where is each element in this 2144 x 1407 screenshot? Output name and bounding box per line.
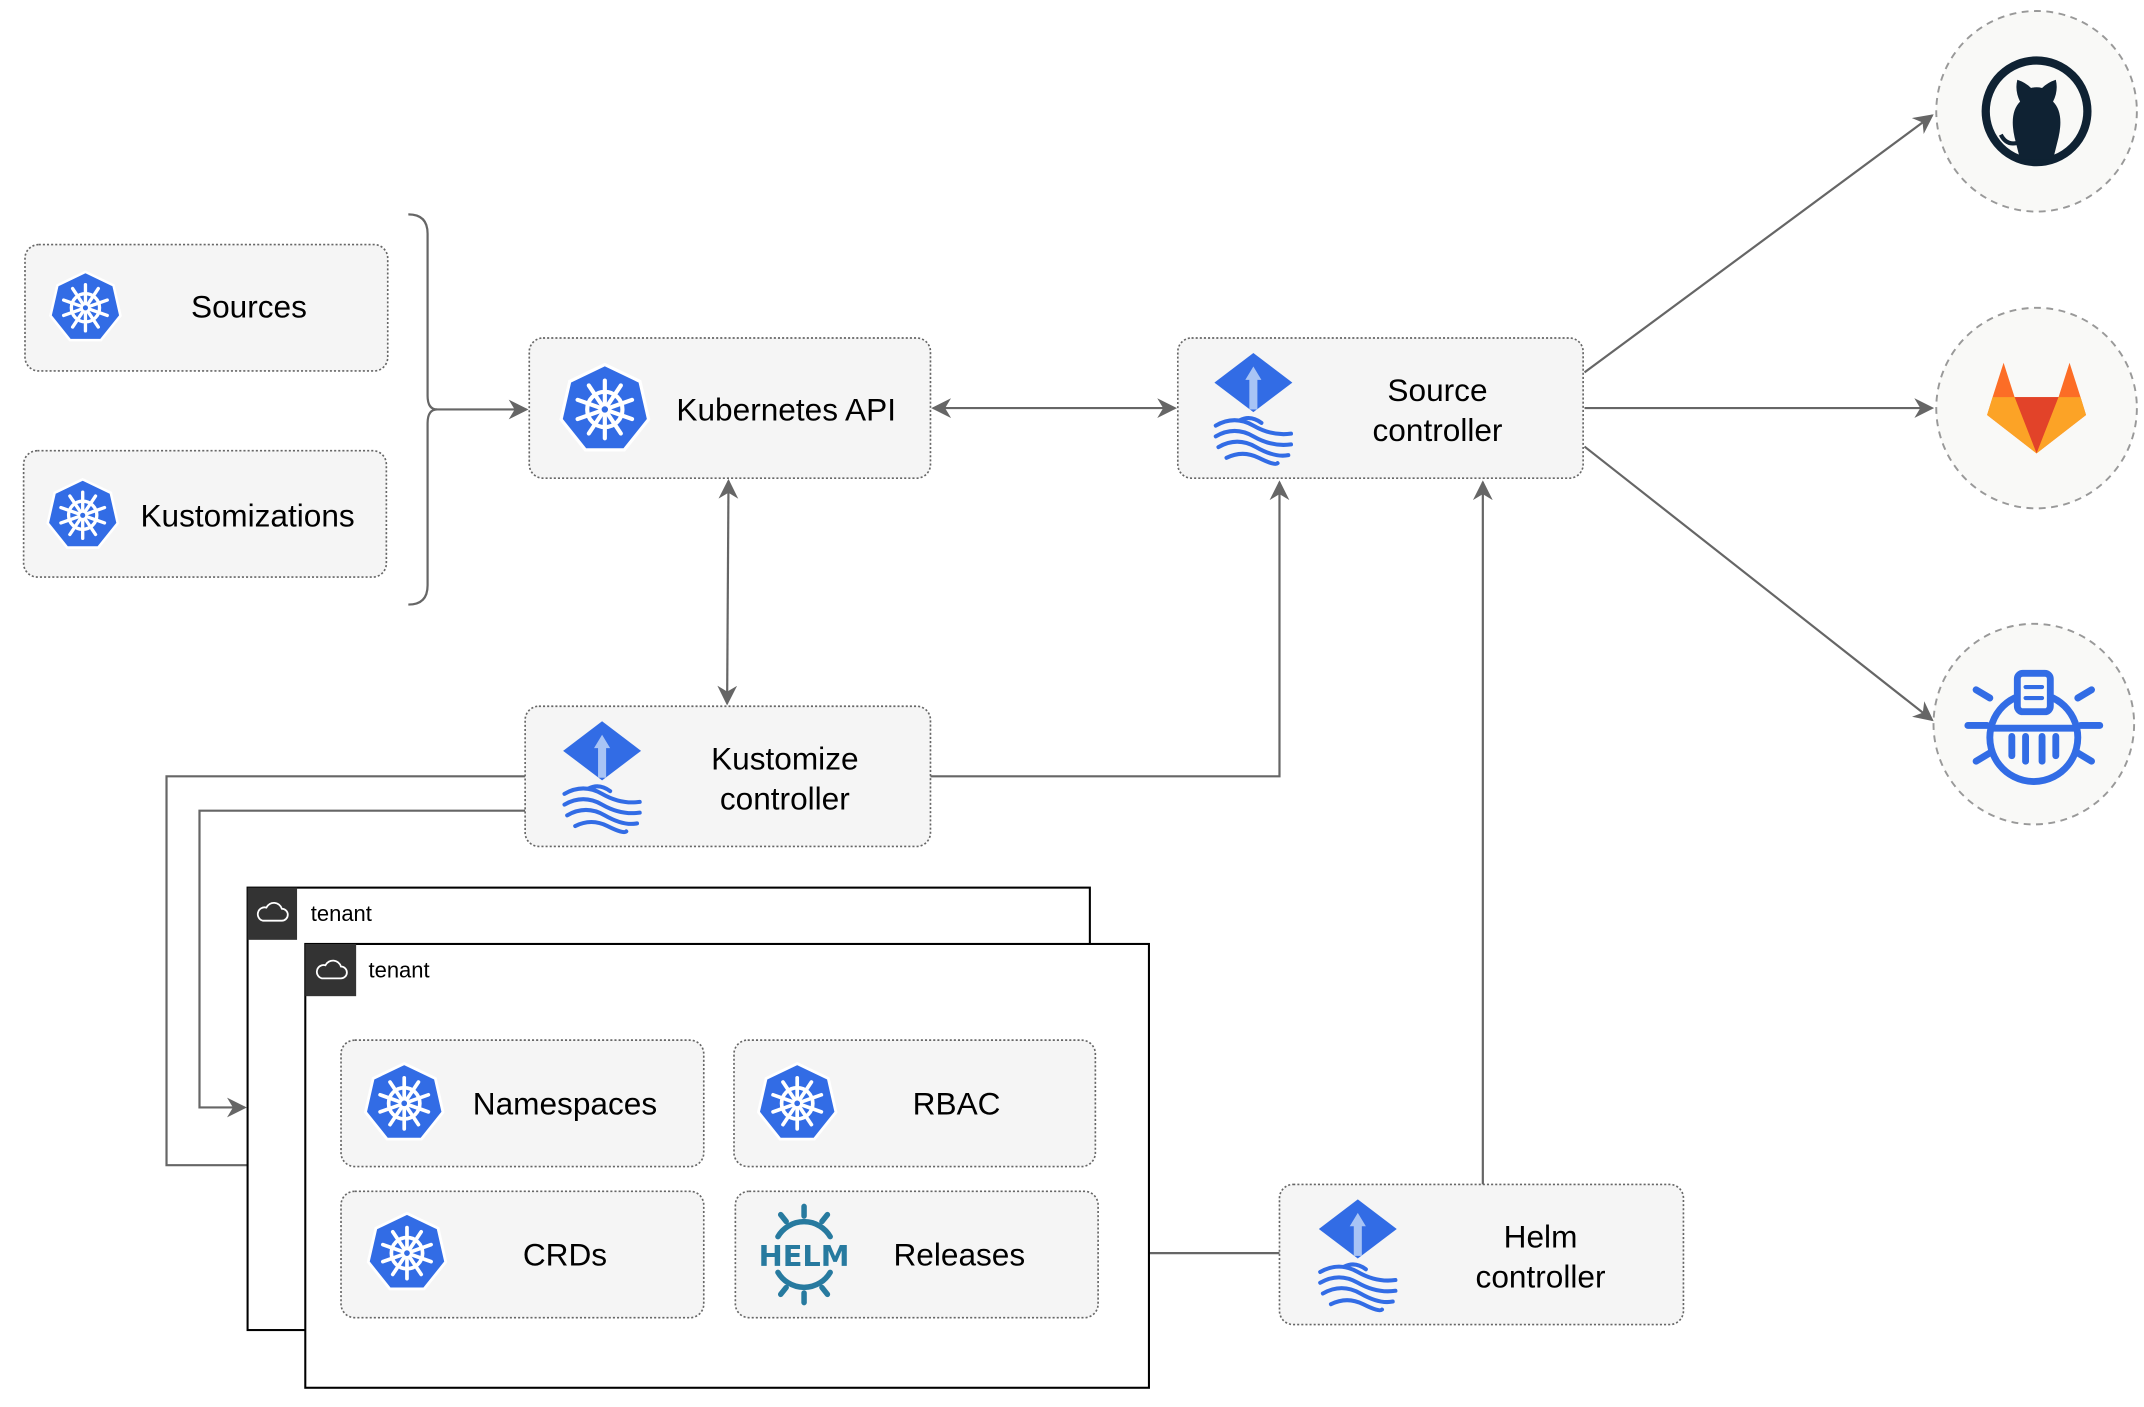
helm-controller-label-line1: Helm	[1504, 1219, 1578, 1255]
gitlab-icon	[1987, 362, 2087, 454]
helm-controller-node[interactable]: Helm controller	[1278, 1183, 1685, 1326]
source-controller-node[interactable]: Source controller	[1176, 337, 1584, 479]
helm-controller-label-line2: controller	[1476, 1258, 1606, 1294]
tenant-header-badge	[247, 887, 298, 940]
github-node[interactable]	[1935, 10, 2138, 213]
kubernetes-api-label: Kubernetes API	[676, 391, 896, 427]
edge-kustomize-to-tenant-front	[165, 775, 526, 1176]
gitlab-node[interactable]	[1935, 306, 2138, 510]
kubernetes-api-node[interactable]: Kubernetes API	[528, 337, 932, 479]
releases-node[interactable]: HELM Releases	[734, 1190, 1099, 1319]
bracket	[408, 213, 438, 606]
edge-source-to-github	[1583, 114, 1934, 374]
rbac-node[interactable]: RBAC	[733, 1039, 1097, 1168]
helm-icon: HELM	[759, 1203, 850, 1306]
sources-label: Sources	[191, 288, 307, 324]
kustomize-controller-label-line2: controller	[720, 780, 850, 816]
crds-node[interactable]: CRDs	[340, 1190, 705, 1319]
helm-repository-icon	[1964, 669, 2104, 785]
svg-text:HELM: HELM	[759, 1239, 850, 1273]
tenant-label: tenant	[311, 901, 372, 926]
namespaces-node[interactable]: Namespaces	[340, 1039, 705, 1168]
edge-source-to-helm-repository	[1583, 445, 1934, 722]
source-controller-label-line2: controller	[1373, 412, 1503, 448]
kustomize-controller-node[interactable]: Kustomize controller	[524, 705, 932, 848]
github-icon	[1981, 56, 2092, 167]
edge-kubernetes-api-kustomize-controller	[717, 478, 739, 706]
kustomize-controller-label-line1: Kustomize	[711, 740, 858, 776]
edge-kustomize-to-tenant-back	[198, 809, 526, 1118]
kustomizations-node[interactable]: Kustomizations	[22, 449, 388, 578]
source-controller-label-line1: Source	[1387, 372, 1487, 408]
tenant-label: tenant	[369, 958, 430, 983]
kustomizations-label: Kustomizations	[140, 497, 354, 533]
edges	[165, 114, 1935, 1264]
namespaces-label: Namespaces	[473, 1085, 657, 1121]
releases-label: Releases	[893, 1236, 1025, 1272]
edge-kustomize-to-source-controller	[930, 480, 1290, 778]
sources-node[interactable]: Sources	[24, 243, 389, 372]
crds-label: CRDs	[523, 1236, 607, 1272]
tenant-header-badge	[305, 943, 357, 997]
helm-repository-node[interactable]	[1932, 622, 2136, 826]
rbac-label: RBAC	[913, 1085, 1001, 1121]
tenant-front[interactable]: tenant Namespaces RBAC CRDs	[304, 942, 1150, 1389]
